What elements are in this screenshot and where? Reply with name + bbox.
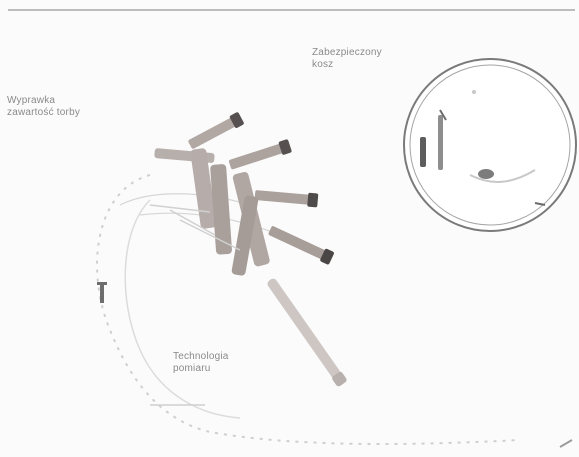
small-clip [97, 282, 107, 303]
label-upper-right-line2: kosz [312, 59, 382, 71]
label-upper-right-line1: Zabezpieczony [312, 47, 382, 59]
label-upper-left-line2: zawartość torby [7, 107, 80, 119]
syringe [267, 224, 335, 265]
syringe [254, 188, 318, 207]
label-bottom-line1: Technologia [173, 351, 229, 363]
probe [265, 277, 348, 388]
sharps-bin [404, 59, 576, 231]
connector-line [120, 194, 250, 205]
syringe [228, 139, 292, 172]
label-upper-left-line1: Wyprawka [7, 95, 80, 107]
syringe [187, 112, 245, 152]
label-bottom: Technologia pomiaru [173, 351, 229, 375]
label-upper-right: Zabezpieczony kosz [312, 47, 382, 71]
label-upper-left: Wyprawka zawartość torby [7, 95, 80, 119]
label-bottom-line2: pomiaru [173, 363, 229, 375]
corner-mark [560, 440, 572, 447]
